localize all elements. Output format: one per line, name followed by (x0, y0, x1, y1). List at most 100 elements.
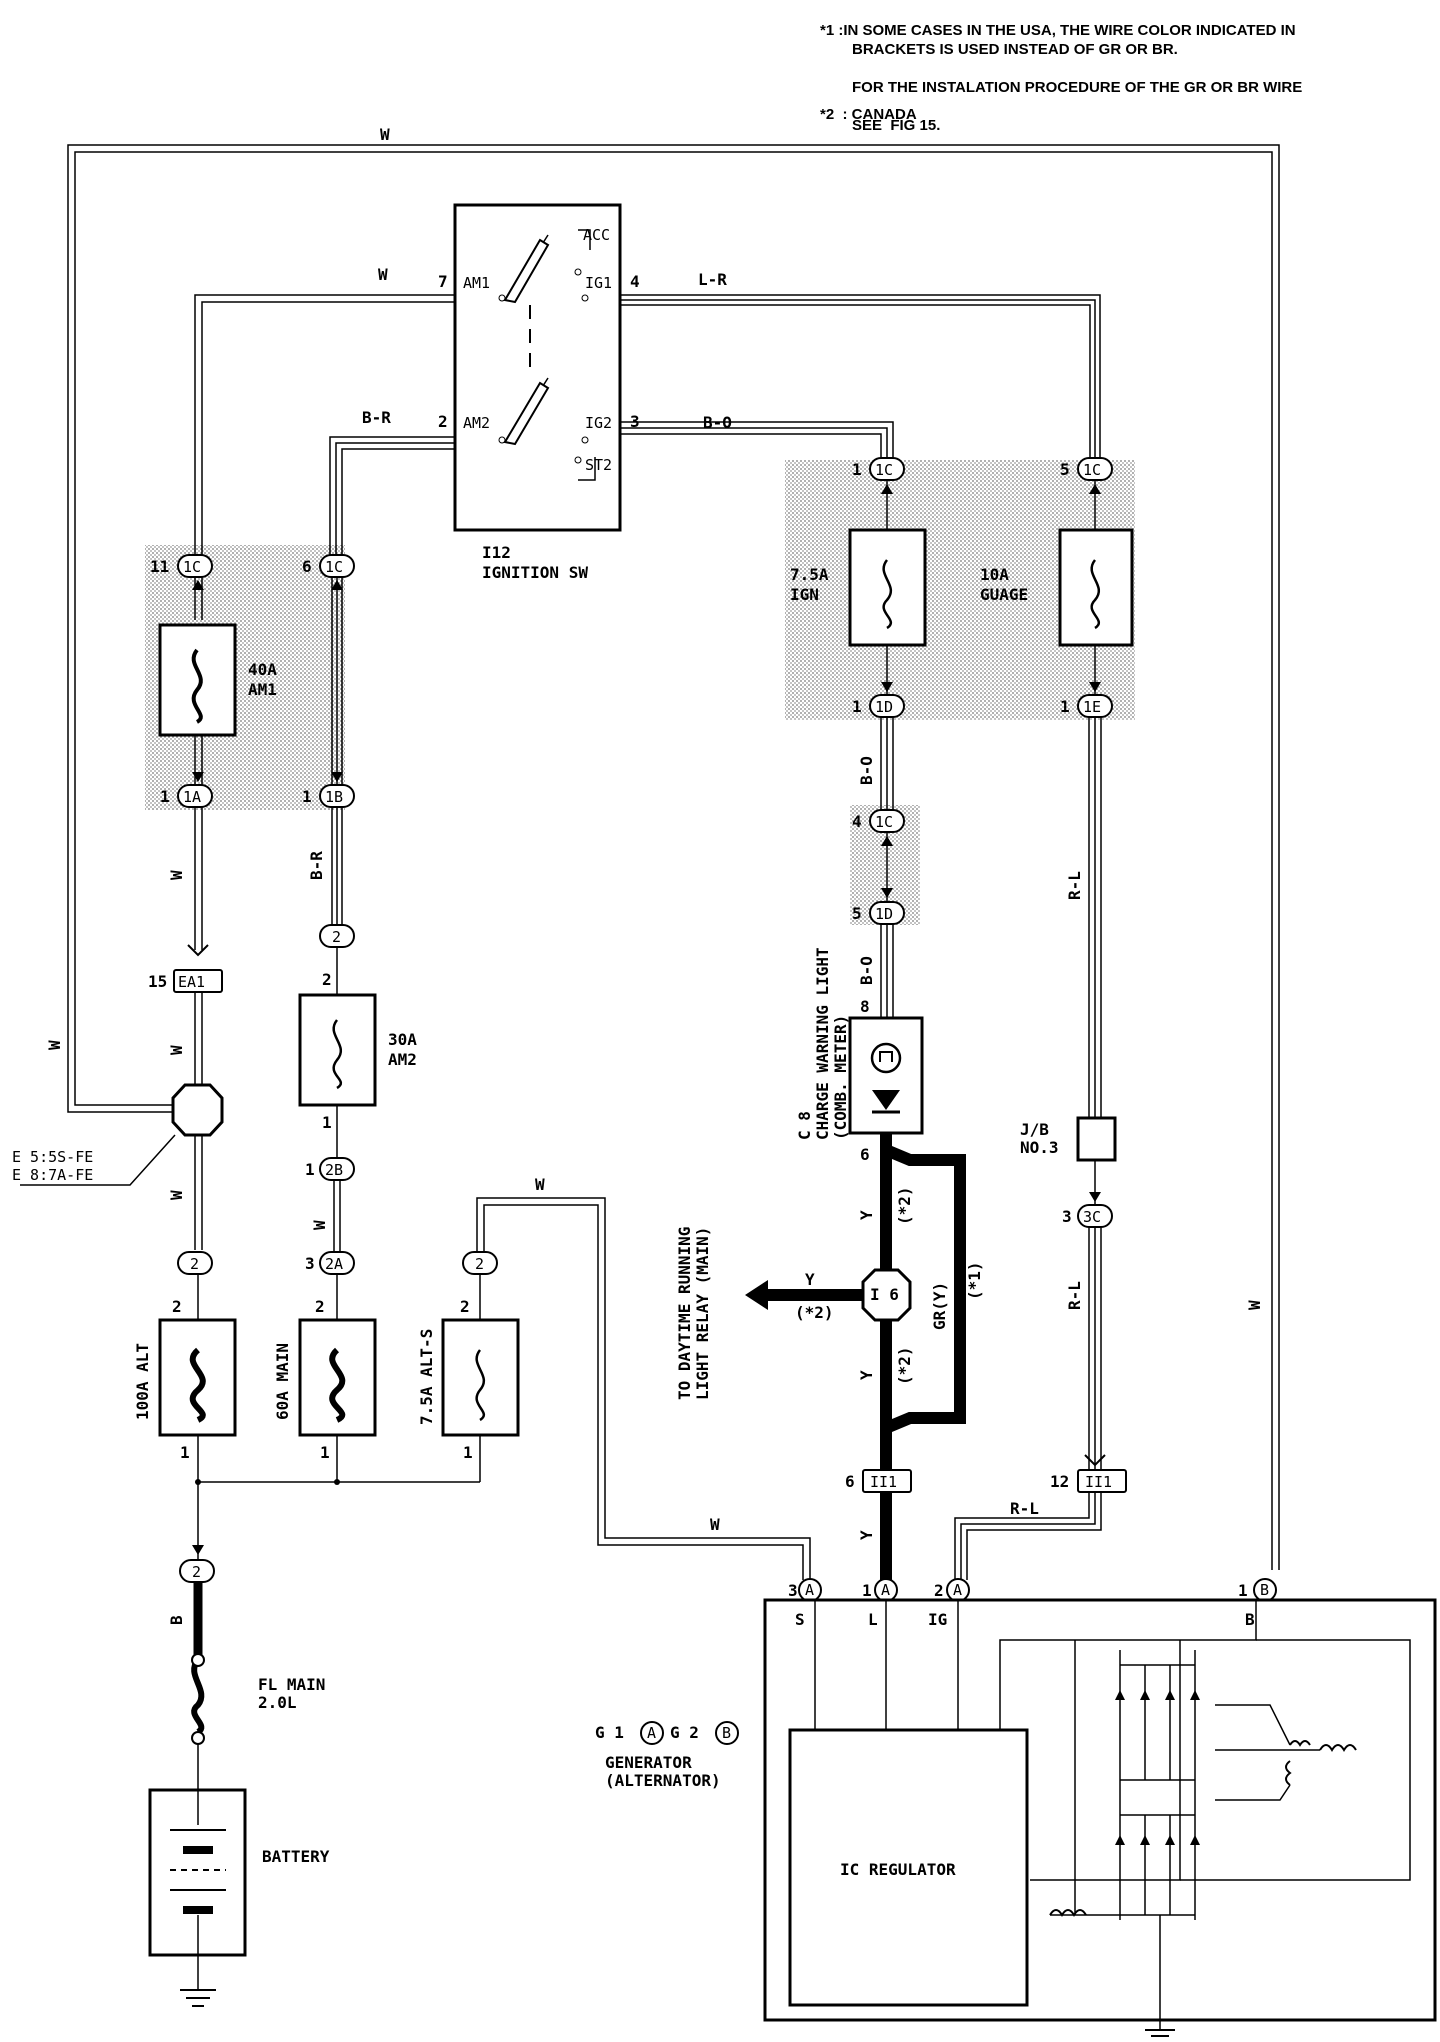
term-st2: ST2 (585, 456, 612, 474)
fuse-40a-name: AM1 (248, 680, 277, 699)
svg-text:B: B (722, 1724, 731, 1742)
wire-w-loop (67, 144, 1280, 1570)
svg-text:2: 2 (460, 1297, 470, 1316)
connector-1-1b: 1 1B (302, 784, 355, 808)
fuse-40a-element (191, 648, 203, 724)
wire-label-rl-3: R-L (1010, 1499, 1039, 1518)
gen-term-label-ig: IG (928, 1610, 947, 1629)
svg-text:EA1: EA1 (178, 973, 205, 991)
svg-text:1D: 1D (875, 905, 893, 923)
wire-label-w-left-3: W (167, 1190, 186, 1200)
ignition-switch-name: IGNITION SW (482, 563, 588, 582)
generator-internals (814, 1600, 1411, 1915)
pin-ig2: 3 (630, 412, 640, 431)
bulb-icon (870, 1042, 902, 1114)
svg-text:1: 1 (305, 1160, 315, 1179)
rectifier-icon (1115, 1650, 1200, 1920)
wire-ign-col-2 (881, 645, 893, 695)
wire-label-w-alts: W (535, 1175, 545, 1194)
battery-cells (170, 1790, 226, 2007)
pin-6-c8: 6 (860, 1145, 870, 1164)
pin-alt-bottom: 1 (180, 1443, 190, 1462)
wire-label-rl-2: R-L (1065, 1281, 1084, 1310)
svg-text:5: 5 (852, 904, 862, 923)
wire-label-w-loop: W (45, 1040, 64, 1050)
generator-name-1: GENERATOR (605, 1753, 692, 1772)
ic-regulator-box (788, 1728, 1029, 2007)
wire-guage-col (1089, 480, 1101, 530)
wire-bo (620, 421, 894, 458)
term-am2: AM2 (463, 414, 490, 432)
pin-am2: 2 (438, 412, 448, 431)
wire-label-y-1: Y (857, 1210, 876, 1220)
wire-y-drl (745, 1280, 863, 1310)
fuse-30a-name: AM2 (388, 1050, 417, 1069)
drl-label-2: LIGHT RELAY (MAIN) (693, 1227, 712, 1400)
svg-text:11: 11 (150, 557, 169, 576)
wire-label-bo-3: B-O (857, 956, 876, 985)
fuse-alts-element (475, 1349, 486, 1422)
c8-label-3: (COMB. METER) (831, 1015, 850, 1140)
fuse-40a-rating: 40A (248, 660, 277, 679)
gen-term-ig: A 2 (934, 1578, 970, 1602)
svg-text:4: 4 (852, 812, 862, 831)
term-acc: ACC (583, 226, 610, 244)
svg-text:2: 2 (190, 1255, 199, 1273)
svg-text:1D: 1D (875, 698, 893, 716)
footnote-1: *1 :IN SOME CASES IN THE USA, THE WIRE C… (820, 2, 1296, 40)
wire-lr (620, 294, 1101, 458)
wire-label-w-right: W (1245, 1300, 1264, 1310)
gen-term-s: A 3 (788, 1578, 822, 1602)
svg-text:5: 5 (1060, 460, 1070, 479)
wire-rl-col (1088, 717, 1102, 1118)
fuse-30a-element (332, 1019, 343, 1090)
c8-label: C 8 (795, 1111, 814, 1140)
wire-rl-col-2 (1089, 1160, 1101, 1205)
connector-11-1c: 11 1C (150, 554, 213, 578)
battery-label: BATTERY (262, 1847, 330, 1866)
field-coil-icon (1049, 1909, 1175, 2037)
svg-text:1C: 1C (183, 558, 201, 576)
gen-term-label-b: B (1245, 1610, 1255, 1629)
wire-left-2 (192, 735, 204, 785)
svg-text:1A: 1A (183, 788, 201, 806)
footnote-2-text: *2 : CANADA (820, 106, 917, 123)
svg-text:1B: 1B (325, 788, 343, 806)
wire-label-star2-1: (*2) (895, 1186, 914, 1225)
footnote-1-line-2: BRACKETS IS USED INSTEAD OF GR OR BR. (852, 41, 1178, 58)
wire-label-star1: (*1) (965, 1261, 984, 1300)
svg-text:1: 1 (852, 460, 862, 479)
svg-text:2: 2 (934, 1581, 944, 1600)
svg-text:II1: II1 (1085, 1473, 1112, 1491)
connector-3-3c: 3 3C (1062, 1204, 1113, 1228)
wire-label-gry: GR(Y) (930, 1282, 949, 1330)
fuse-60a-label: 60A MAIN (273, 1343, 292, 1420)
bus-node-2 (334, 1479, 340, 1485)
svg-text:2B: 2B (325, 1161, 343, 1179)
wire-main (333, 1180, 341, 1252)
svg-text:2: 2 (322, 970, 332, 989)
gen-term-l: A 1 (862, 1578, 898, 1602)
fuse-ign-element (882, 559, 893, 630)
wire-guage-col-2 (1089, 645, 1101, 695)
wire-label-w-am1: W (378, 265, 388, 284)
gen-term-label-s: S (795, 1610, 805, 1629)
wire-br-column-2 (331, 807, 343, 925)
fuse-100a-label: 100A ALT (133, 1343, 152, 1420)
fuse-60a-main (298, 1318, 377, 1437)
fuse-30a-rating: 30A (388, 1030, 417, 1049)
fuse-alts-label: 7.5A ALT-S (417, 1329, 436, 1425)
svg-text:3: 3 (788, 1581, 798, 1600)
gen-term-b: B 1 (1238, 1578, 1277, 1602)
wire-label-br-2: B-R (307, 851, 326, 880)
svg-text:2: 2 (475, 1255, 484, 1273)
connector-6-1c: 6 1C (302, 554, 355, 578)
fl-main-label-1: FL MAIN (258, 1675, 325, 1694)
svg-text:1: 1 (862, 1581, 872, 1600)
bus-node-1 (195, 1479, 201, 1485)
wire-alts-w (476, 1197, 811, 1580)
junction-block-3 (1076, 1116, 1117, 1162)
fuse-ign-name: IGN (790, 585, 819, 604)
pin-ig1: 4 (630, 272, 640, 291)
svg-text:2: 2 (332, 928, 341, 946)
